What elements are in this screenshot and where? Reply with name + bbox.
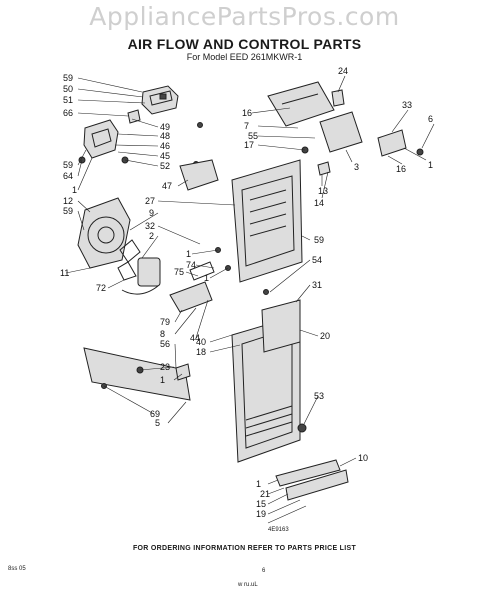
callout-label: 5 bbox=[155, 418, 160, 428]
callout-label: 23 bbox=[160, 362, 170, 372]
callout-label: 49 bbox=[160, 122, 170, 132]
callout-label: 14 bbox=[314, 198, 324, 208]
callout-label: 24 bbox=[338, 66, 348, 76]
control-housing bbox=[141, 85, 179, 115]
callout-label: 16 bbox=[242, 108, 252, 118]
callout-label: 27 bbox=[145, 196, 155, 206]
callout-label: 21 bbox=[260, 489, 270, 499]
callout-label: 7 bbox=[244, 121, 249, 131]
callout-label: 6 bbox=[428, 114, 433, 124]
callout-label: 56 bbox=[160, 339, 170, 349]
figure-number: 4E9163 bbox=[268, 527, 289, 533]
callout-label: 53 bbox=[314, 391, 324, 401]
callout-label: 12 bbox=[63, 196, 73, 206]
page-title: AIR FLOW AND CONTROL PARTS bbox=[127, 36, 362, 52]
callout-label: 1 bbox=[256, 479, 261, 489]
callout-label: 64 bbox=[63, 171, 73, 181]
callout-label: 52 bbox=[160, 161, 170, 171]
cover-block bbox=[179, 159, 219, 191]
callout-label: 17 bbox=[244, 140, 254, 150]
grille-bracket bbox=[83, 347, 191, 401]
callout-label: 9 bbox=[149, 208, 154, 218]
callout-label: 55 bbox=[248, 131, 258, 141]
callout-label: 54 bbox=[312, 255, 322, 265]
damper-housing bbox=[267, 81, 335, 127]
callout-label: 79 bbox=[160, 317, 170, 327]
callout-label: 48 bbox=[160, 131, 170, 141]
callout-label: 31 bbox=[312, 280, 322, 290]
callout-label: 10 bbox=[358, 453, 368, 463]
callout-label: 20 bbox=[320, 331, 330, 341]
bottom-mark: w ru.uL bbox=[238, 582, 258, 588]
page-number: 6 bbox=[262, 568, 266, 574]
watermark: AppliancePartsPros.com bbox=[89, 2, 400, 31]
fan-motor bbox=[121, 257, 161, 295]
callout-label: 59 bbox=[63, 160, 73, 170]
rear-panel bbox=[231, 159, 303, 283]
callout-label: 69 bbox=[150, 409, 160, 419]
callout-label: 75 bbox=[174, 267, 184, 277]
page-code: 8ss 05 bbox=[8, 566, 26, 572]
callout-label: 72 bbox=[96, 283, 106, 293]
fan-shroud bbox=[77, 197, 131, 269]
motor-bracket bbox=[169, 247, 231, 313]
damper-control bbox=[319, 89, 363, 153]
baffle-assembly bbox=[263, 289, 349, 501]
thermostat-body bbox=[83, 119, 119, 159]
ordering-footer: FOR ORDERING INFORMATION REFER TO PARTS … bbox=[132, 545, 357, 552]
callout-label: 33 bbox=[402, 100, 412, 110]
callout-labels: 59 50 51 66 49 48 46 45 52 59 64 1 12 59… bbox=[60, 66, 433, 519]
leader-lines bbox=[65, 75, 435, 524]
callout-label: 19 bbox=[256, 509, 266, 519]
callout-label: 47 bbox=[162, 181, 172, 191]
callout-label: 16 bbox=[396, 164, 406, 174]
callout-label: 8 bbox=[160, 329, 165, 339]
callout-label: 3 bbox=[354, 162, 359, 172]
callout-label: 51 bbox=[63, 95, 73, 105]
sensor-assembly bbox=[301, 129, 424, 176]
callout-label: 32 bbox=[145, 221, 155, 231]
callout-label: 1 bbox=[186, 249, 191, 259]
callout-label: 1 bbox=[160, 375, 165, 385]
callout-label: 46 bbox=[160, 141, 170, 151]
callout-label: 59 bbox=[63, 73, 73, 83]
callout-label: 1 bbox=[428, 160, 433, 170]
callout-label: 50 bbox=[63, 84, 73, 94]
callout-label: 40 bbox=[196, 337, 206, 347]
model-subtitle: For Model EED 261MKWR-1 bbox=[186, 52, 303, 62]
callout-label: 1 bbox=[204, 273, 209, 283]
callout-label: 2 bbox=[149, 231, 154, 241]
callout-label: 11 bbox=[60, 268, 69, 278]
callout-label: 15 bbox=[256, 499, 266, 509]
callout-label: 74 bbox=[186, 260, 196, 270]
duct-cover bbox=[261, 299, 301, 353]
callout-label: 45 bbox=[160, 151, 170, 161]
callout-label: 59 bbox=[63, 206, 73, 216]
knob-bracket bbox=[127, 109, 141, 124]
callout-label: 18 bbox=[196, 347, 206, 357]
callout-label: 66 bbox=[63, 108, 73, 118]
callout-label: 59 bbox=[314, 235, 324, 245]
callout-label: 1 bbox=[72, 185, 77, 195]
callout-label: 44 bbox=[190, 333, 200, 343]
callout-label: 13 bbox=[318, 186, 328, 196]
